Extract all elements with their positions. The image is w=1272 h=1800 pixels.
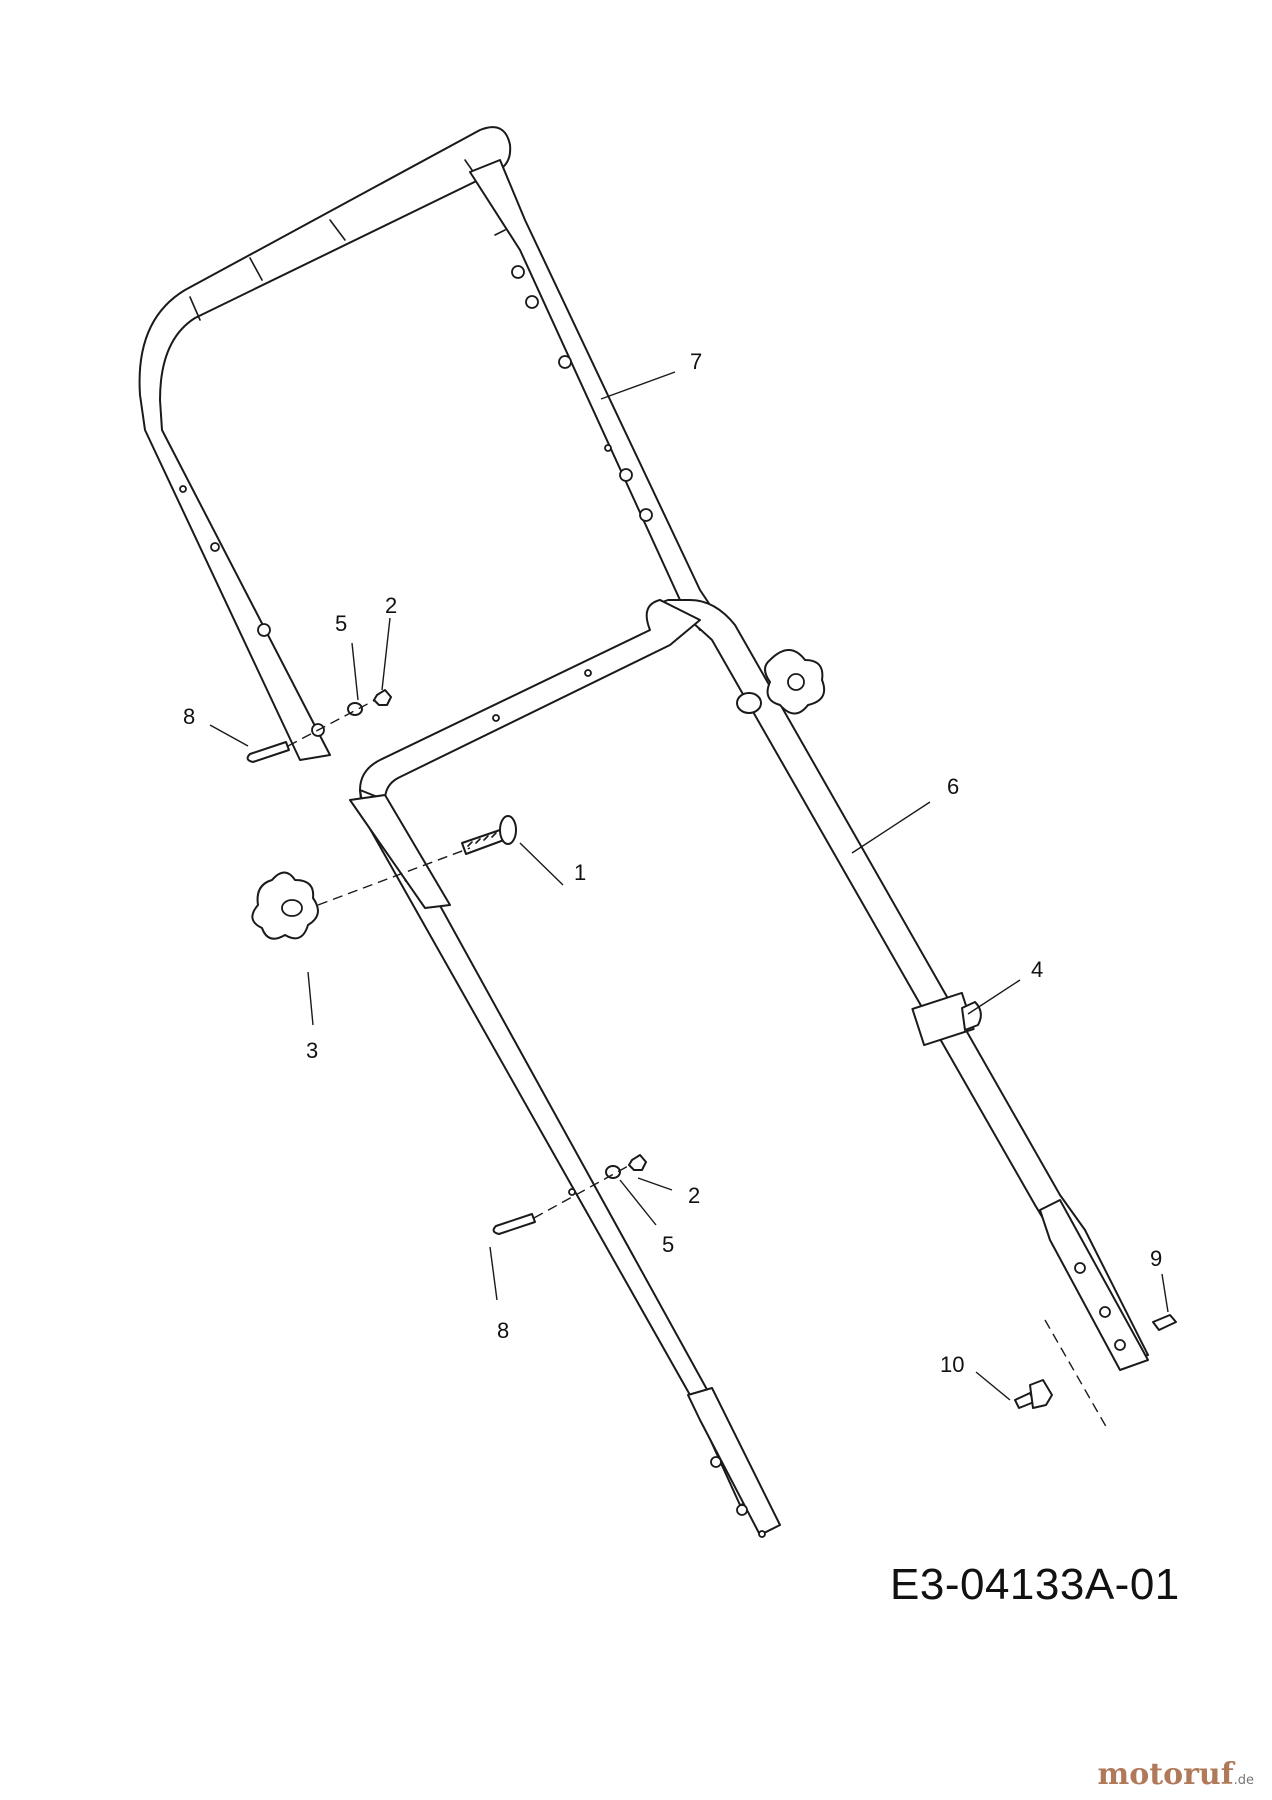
clamp-bracket (349, 794, 451, 909)
pin-lower (492, 1213, 536, 1235)
callout-1: 1 (574, 860, 586, 885)
assembly-line-foot (1044, 1319, 1109, 1431)
watermark-logo: motoruf (1097, 1757, 1234, 1792)
callout-8-upper: 8 (183, 704, 195, 729)
drawing-code: E3-04133A-01 (890, 1560, 1180, 1609)
callout-10: 10 (940, 1352, 964, 1377)
carriage-bolt (461, 815, 517, 855)
washer-lower (605, 1165, 621, 1179)
nut-upper (373, 689, 392, 706)
assembly-line-bolt (317, 847, 471, 906)
star-knob-mounted (764, 649, 826, 715)
nut-lower (628, 1154, 647, 1171)
assembly-line-upper (287, 699, 376, 747)
callout-9: 9 (1150, 1246, 1162, 1271)
callout-5-lower: 5 (662, 1232, 674, 1257)
cable-clip (911, 991, 982, 1047)
lower-handle (359, 599, 1149, 1538)
callout-2-lower: 2 (688, 1183, 700, 1208)
callout-3: 3 (306, 1038, 318, 1063)
star-knob-loose (251, 871, 319, 940)
pin-upper (246, 741, 290, 763)
screw-9 (1152, 1314, 1177, 1331)
callout-6: 6 (947, 774, 959, 799)
callout-5-upper: 5 (335, 611, 347, 636)
callout-2-upper: 2 (385, 593, 397, 618)
callout-7: 7 (690, 349, 702, 374)
upper-handle (138, 126, 721, 761)
assembly-line-lower (533, 1164, 631, 1219)
callout-4: 4 (1031, 957, 1043, 982)
leader-lines (209, 371, 1169, 1401)
bolt-10 (1014, 1379, 1053, 1409)
watermark-suffix: .de (1233, 1773, 1254, 1788)
watermark: motoruf.de (1097, 1757, 1254, 1792)
callout-8-lower: 8 (497, 1318, 509, 1343)
